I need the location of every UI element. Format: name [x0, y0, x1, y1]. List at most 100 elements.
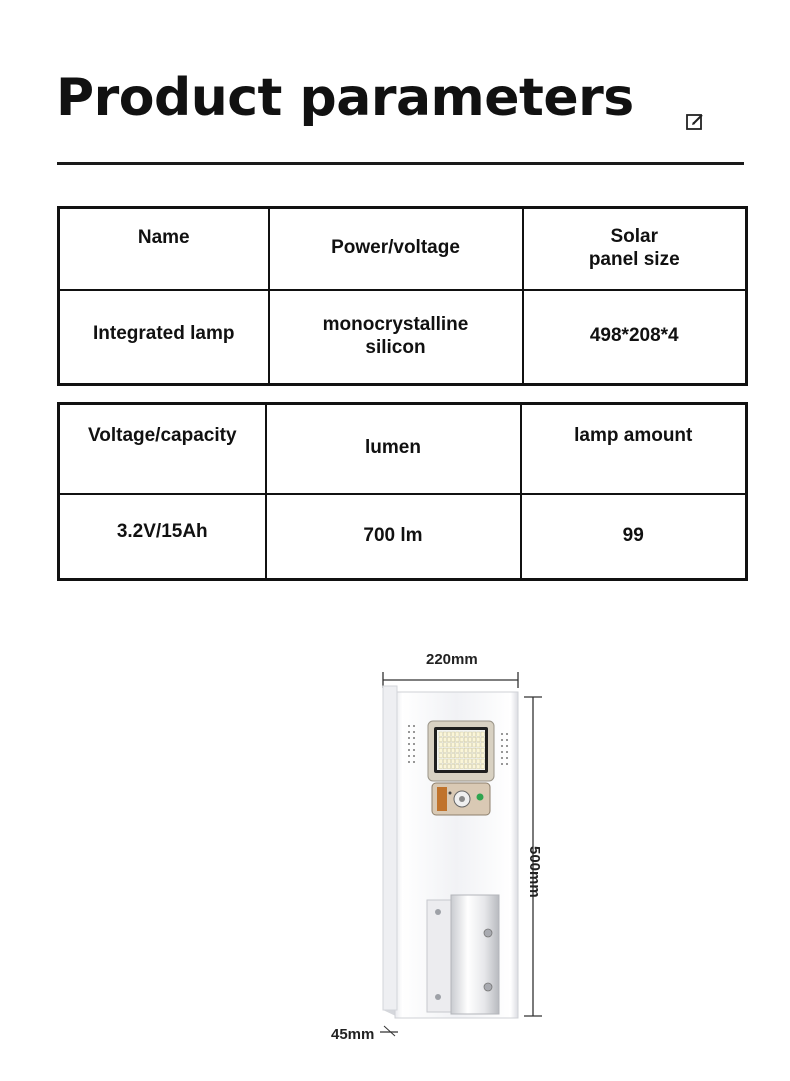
led-chip [447, 764, 451, 769]
led-chip [438, 742, 443, 748]
led-chip [459, 753, 464, 758]
led-chip [480, 737, 485, 742]
led-chip [468, 764, 472, 769]
led-chip [464, 731, 468, 737]
led-chip [451, 753, 456, 758]
led-chip [464, 737, 468, 742]
led-chip [443, 748, 447, 753]
led-chip [438, 753, 443, 758]
led-chip [451, 737, 456, 742]
led-chip [447, 737, 451, 742]
led-chip [476, 748, 481, 753]
table-row: Name Power/voltage Solar panel size [57, 206, 748, 291]
led-chip [472, 764, 477, 769]
pole-bracket [426, 894, 500, 1015]
led-chip [476, 764, 481, 769]
led-chip [455, 764, 460, 769]
led-chip [472, 737, 477, 742]
header-name: Name [57, 206, 270, 291]
led-chip [443, 758, 447, 764]
led-chip [459, 748, 464, 753]
led-chip [459, 737, 464, 742]
led-chip [447, 758, 451, 764]
spec-table-2: Voltage/capacity lumen lamp amount 3.2V/… [57, 402, 748, 581]
header-voltage-capacity: Voltage/capacity [57, 402, 267, 495]
led-chip [438, 758, 443, 764]
header-power-voltage: Power/voltage [267, 206, 524, 291]
led-chip [476, 758, 481, 764]
led-chip [464, 748, 468, 753]
led-chip [476, 742, 481, 748]
led-chip [472, 758, 477, 764]
led-chip [459, 758, 464, 764]
value-lumen: 700 lm [264, 492, 522, 581]
led-chip-grid [438, 731, 485, 769]
value-voltage-capacity: 3.2V/15Ah [57, 492, 267, 581]
led-chip [464, 758, 468, 764]
led-chip [468, 742, 472, 748]
led-chip [472, 748, 477, 753]
page-title: Product parameters [56, 68, 634, 128]
edit-icon[interactable] [685, 112, 705, 132]
led-chip [459, 731, 464, 737]
led-chip [468, 758, 472, 764]
led-chip [447, 742, 451, 748]
header-solar-panel-size: Solar panel size [521, 206, 748, 291]
value-solar-panel-size: 498*208*4 [521, 288, 748, 386]
led-chip [451, 748, 456, 753]
led-chip [443, 737, 447, 742]
led-chip [447, 753, 451, 758]
table-row: Integrated lamp monocrystalline silicon … [57, 288, 748, 386]
led-chip [476, 753, 481, 758]
led-chip [464, 764, 468, 769]
width-dimension-label: 220mm [426, 651, 478, 668]
led-module [427, 720, 495, 782]
led-chip [480, 753, 485, 758]
led-chip [443, 731, 447, 737]
led-chip [480, 758, 485, 764]
led-chip [480, 731, 485, 737]
value-name: Integrated lamp [57, 288, 270, 386]
led-chip [455, 742, 460, 748]
led-chip [447, 731, 451, 737]
header-lamp-amount: lamp amount [519, 402, 748, 495]
led-chip [443, 764, 447, 769]
led-chip [438, 748, 443, 753]
led-chip [451, 758, 456, 764]
led-chip [455, 753, 460, 758]
led-chip [480, 748, 485, 753]
height-dimension-label: 500mm [526, 846, 543, 898]
led-chip [472, 753, 477, 758]
led-chip [480, 742, 485, 748]
led-chip [464, 753, 468, 758]
spec-table-1: Name Power/voltage Solar panel size Inte… [57, 206, 748, 386]
led-chip [472, 742, 477, 748]
led-chip [455, 737, 460, 742]
led-chip [476, 731, 481, 737]
value-power-voltage: monocrystalline silicon [267, 288, 524, 386]
header-lumen: lumen [264, 402, 522, 495]
title-divider [57, 162, 744, 165]
sensor-module [431, 782, 491, 816]
value-lamp-amount: 99 [519, 492, 748, 581]
led-chip [451, 764, 456, 769]
lamp-body [382, 685, 519, 1019]
led-chip [476, 737, 481, 742]
led-chip [438, 737, 443, 742]
led-chip [468, 731, 472, 737]
led-chip [438, 764, 443, 769]
led-chip [468, 753, 472, 758]
led-chip [443, 753, 447, 758]
led-chip [455, 758, 460, 764]
vent-holes [408, 725, 508, 765]
led-chip [438, 731, 443, 737]
led-chip [480, 764, 485, 769]
led-chip [459, 764, 464, 769]
table-row: Voltage/capacity lumen lamp amount [57, 402, 748, 495]
depth-dimension-label: 45mm [331, 1026, 375, 1043]
led-chip [468, 737, 472, 742]
led-chip [459, 742, 464, 748]
led-chip [472, 731, 477, 737]
led-chip [455, 731, 460, 737]
led-chip [451, 731, 456, 737]
